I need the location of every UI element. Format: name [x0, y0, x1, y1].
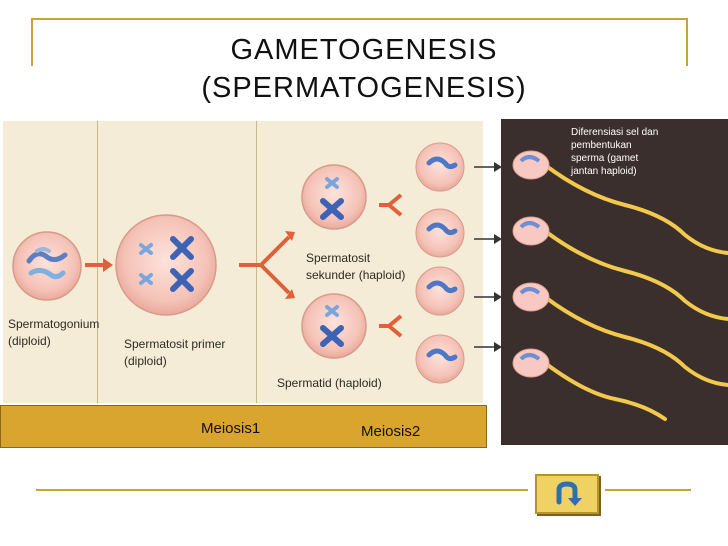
meiosis-bar — [0, 405, 487, 448]
label-spermatosit-primer: Spermatosit primer (diploid) — [124, 337, 226, 368]
page-title-line2: (SPERMATOGENESIS) — [201, 72, 527, 104]
label-spermatosit-sekunder: Spermatosit sekunder (haploid) — [306, 251, 406, 282]
secondary-spermatocyte-cell-top — [301, 164, 367, 230]
spermatid-to-sperm-arrows — [474, 162, 502, 352]
diagram-panel — [3, 121, 483, 403]
spermatogenesis-illustration — [12, 142, 465, 384]
return-button[interactable] — [535, 474, 599, 514]
frame-top-line — [31, 18, 686, 20]
bottom-rule-right — [605, 489, 691, 491]
panel-divider-1 — [97, 121, 98, 403]
spermatogonium-cell — [12, 231, 82, 301]
frame-right-line — [686, 18, 688, 66]
spermatid-cells — [415, 142, 465, 384]
panel-divider-2 — [256, 121, 257, 403]
label-spermatid: Spermatid (haploid) — [277, 376, 382, 390]
meiosis1-label: Meiosis1 — [201, 420, 261, 437]
frame-left-line — [31, 18, 33, 66]
page-title-line1: GAMETOGENESIS — [230, 34, 498, 66]
label-diferensiasi: Diferensiasi sel dan pembentukan sperma … — [571, 127, 659, 177]
bottom-rule-left — [36, 489, 528, 491]
secondary-spermatocyte-cell-bottom — [301, 293, 367, 359]
primary-spermatocyte-cell — [115, 214, 217, 316]
return-arrow-icon — [556, 481, 582, 506]
sperm-illustration — [512, 150, 728, 421]
meiosis2-label: Meiosis2 — [361, 423, 421, 440]
label-spermatogonium: Spermatogonium (diploid) — [8, 317, 100, 348]
